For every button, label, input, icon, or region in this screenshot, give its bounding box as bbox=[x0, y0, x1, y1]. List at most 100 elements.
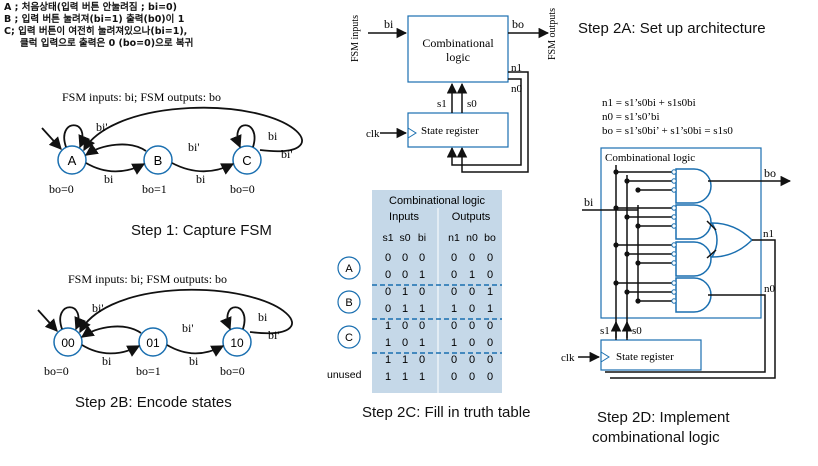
s0-label-2a: s0 bbox=[467, 98, 477, 110]
truth-table-cell: 0 bbox=[385, 269, 391, 281]
fsm-inputs-label: FSM inputs bbox=[350, 15, 361, 62]
truth-table-cell: 0 bbox=[451, 286, 457, 298]
junction-dot bbox=[635, 260, 641, 266]
note-line-2: B ; 입력 버튼 눌려져(bi=1) 출력(b0)이 1 bbox=[4, 14, 185, 25]
initial-arrow-2b bbox=[37, 309, 58, 332]
state-01-label: 01 bbox=[146, 336, 160, 350]
self-loop-00 bbox=[59, 306, 87, 331]
truth-table-cell: 0 bbox=[487, 269, 493, 281]
state-a-label: A bbox=[68, 153, 77, 168]
label-bi-not-01: bi' bbox=[182, 321, 194, 335]
inverter-bubble bbox=[671, 214, 677, 220]
inverter-bubble bbox=[671, 169, 677, 175]
truth-table-cell: 0 bbox=[487, 354, 493, 366]
junction-dot bbox=[613, 280, 619, 286]
state-register-2d bbox=[600, 339, 702, 371]
edge-10-00 bbox=[79, 288, 293, 335]
inverter-bubble bbox=[671, 223, 677, 229]
step2a-caption: Step 2A: Set up architecture bbox=[578, 20, 766, 37]
label-bi-not-10: bi' bbox=[268, 328, 280, 342]
label-bi-not-00: bi' bbox=[92, 301, 104, 315]
truth-table-cell: 0 bbox=[469, 303, 475, 315]
edge-a-b bbox=[85, 162, 146, 175]
initial-arrow bbox=[41, 127, 62, 150]
state-c-label: C bbox=[242, 153, 251, 168]
label-bi-00-01: bi bbox=[102, 354, 112, 368]
truth-table-cell: 1 bbox=[402, 354, 408, 366]
table-state-c bbox=[337, 325, 361, 349]
inverter-bubble bbox=[671, 205, 677, 211]
table-state-a bbox=[337, 256, 361, 280]
bo-label-2d: bo bbox=[764, 166, 776, 180]
junction-dot bbox=[635, 298, 641, 304]
junction-dot bbox=[624, 178, 630, 184]
junction-dot bbox=[613, 205, 619, 211]
s1-label-2a: s1 bbox=[437, 98, 447, 110]
truth-table-cell: 1 bbox=[402, 371, 408, 383]
table-title: Combinational logic bbox=[389, 195, 485, 207]
state-10-circle bbox=[222, 327, 252, 357]
self-loop-a bbox=[63, 124, 91, 149]
truth-table-cell: 1 bbox=[385, 371, 391, 383]
step2c-caption: Step 2C: Fill in truth table bbox=[362, 404, 531, 421]
bo-label-2a: bo bbox=[512, 17, 524, 31]
and2-to-or bbox=[706, 220, 717, 231]
state-b-label: B bbox=[154, 153, 163, 168]
truth-table-cell: 1 bbox=[487, 286, 493, 298]
step2b-io-label: FSM inputs: bi; FSM outputs: bo bbox=[68, 272, 227, 286]
eq-n1: n1 = s1’s0bi + s1s0bi bbox=[602, 97, 696, 109]
state-a-circle bbox=[57, 145, 87, 175]
label-bi-c: bi bbox=[268, 129, 278, 143]
truth-table-cell: 0 bbox=[419, 320, 425, 332]
state-01-circle bbox=[138, 327, 168, 357]
truth-table-cell: 0 bbox=[385, 286, 391, 298]
comb-label-2: logic bbox=[446, 50, 470, 64]
and3-to-or bbox=[706, 249, 717, 259]
junction-dot bbox=[635, 223, 641, 229]
step2a-architecture: FSM inputs FSM outputs Combinational log… bbox=[350, 8, 558, 173]
outputs-header: Outputs bbox=[452, 211, 491, 223]
s1-label-2d: s1 bbox=[600, 325, 610, 337]
truth-table-cell: 1 bbox=[469, 269, 475, 281]
eq-bo: bo = s1’s0bi’ + s1’s0bi = s1s0 bbox=[602, 125, 733, 137]
n1-label-2d: n1 bbox=[763, 228, 774, 240]
truth-table-cell: 1 bbox=[419, 371, 425, 383]
table-state-a-label: A bbox=[345, 263, 353, 275]
state-00-circle bbox=[53, 327, 83, 357]
state-10-label: 10 bbox=[230, 336, 244, 350]
clock-triangle bbox=[407, 127, 417, 139]
clock-triangle-2d bbox=[600, 351, 610, 363]
truth-table-cell: 0 bbox=[451, 320, 457, 332]
junction-dot bbox=[624, 289, 630, 295]
truth-table-cell: 0 bbox=[451, 371, 457, 383]
junction-dot bbox=[624, 214, 630, 220]
truth-table-cell: 0 bbox=[487, 252, 493, 264]
truth-table-cell: 0 bbox=[487, 371, 493, 383]
inverter-bubble bbox=[671, 178, 677, 184]
truth-table-cell: 0 bbox=[402, 320, 408, 332]
comb-label-1: Combinational bbox=[422, 36, 494, 50]
step2d-caption-line2: combinational logic bbox=[592, 429, 720, 446]
output-c: bo=0 bbox=[230, 182, 255, 196]
truth-table-cell: 0 bbox=[402, 337, 408, 349]
step2c-truth-table: Combinational logic Inputs Outputs s1 s0… bbox=[327, 190, 502, 393]
clk-label-2d: clk bbox=[561, 352, 575, 364]
truth-table-cell: 1 bbox=[402, 286, 408, 298]
truth-table-cell: 1 bbox=[419, 337, 425, 349]
comb-logic-label-2d: Combinational logic bbox=[605, 152, 695, 164]
truth-table-cell: 0 bbox=[402, 252, 408, 264]
truth-table-cell: 1 bbox=[451, 303, 457, 315]
n0-feedback-2d bbox=[605, 294, 766, 373]
edge-b-c bbox=[171, 162, 235, 175]
note-line-1: A ; 처음상태(입력 버튼 안눌려짐 ; bi=0) bbox=[4, 2, 177, 13]
s0-label-2d: s0 bbox=[632, 325, 642, 337]
bi-label-2d: bi bbox=[584, 195, 594, 209]
inverter-bubble bbox=[671, 187, 677, 193]
n1-feedback-2d bbox=[610, 239, 776, 379]
